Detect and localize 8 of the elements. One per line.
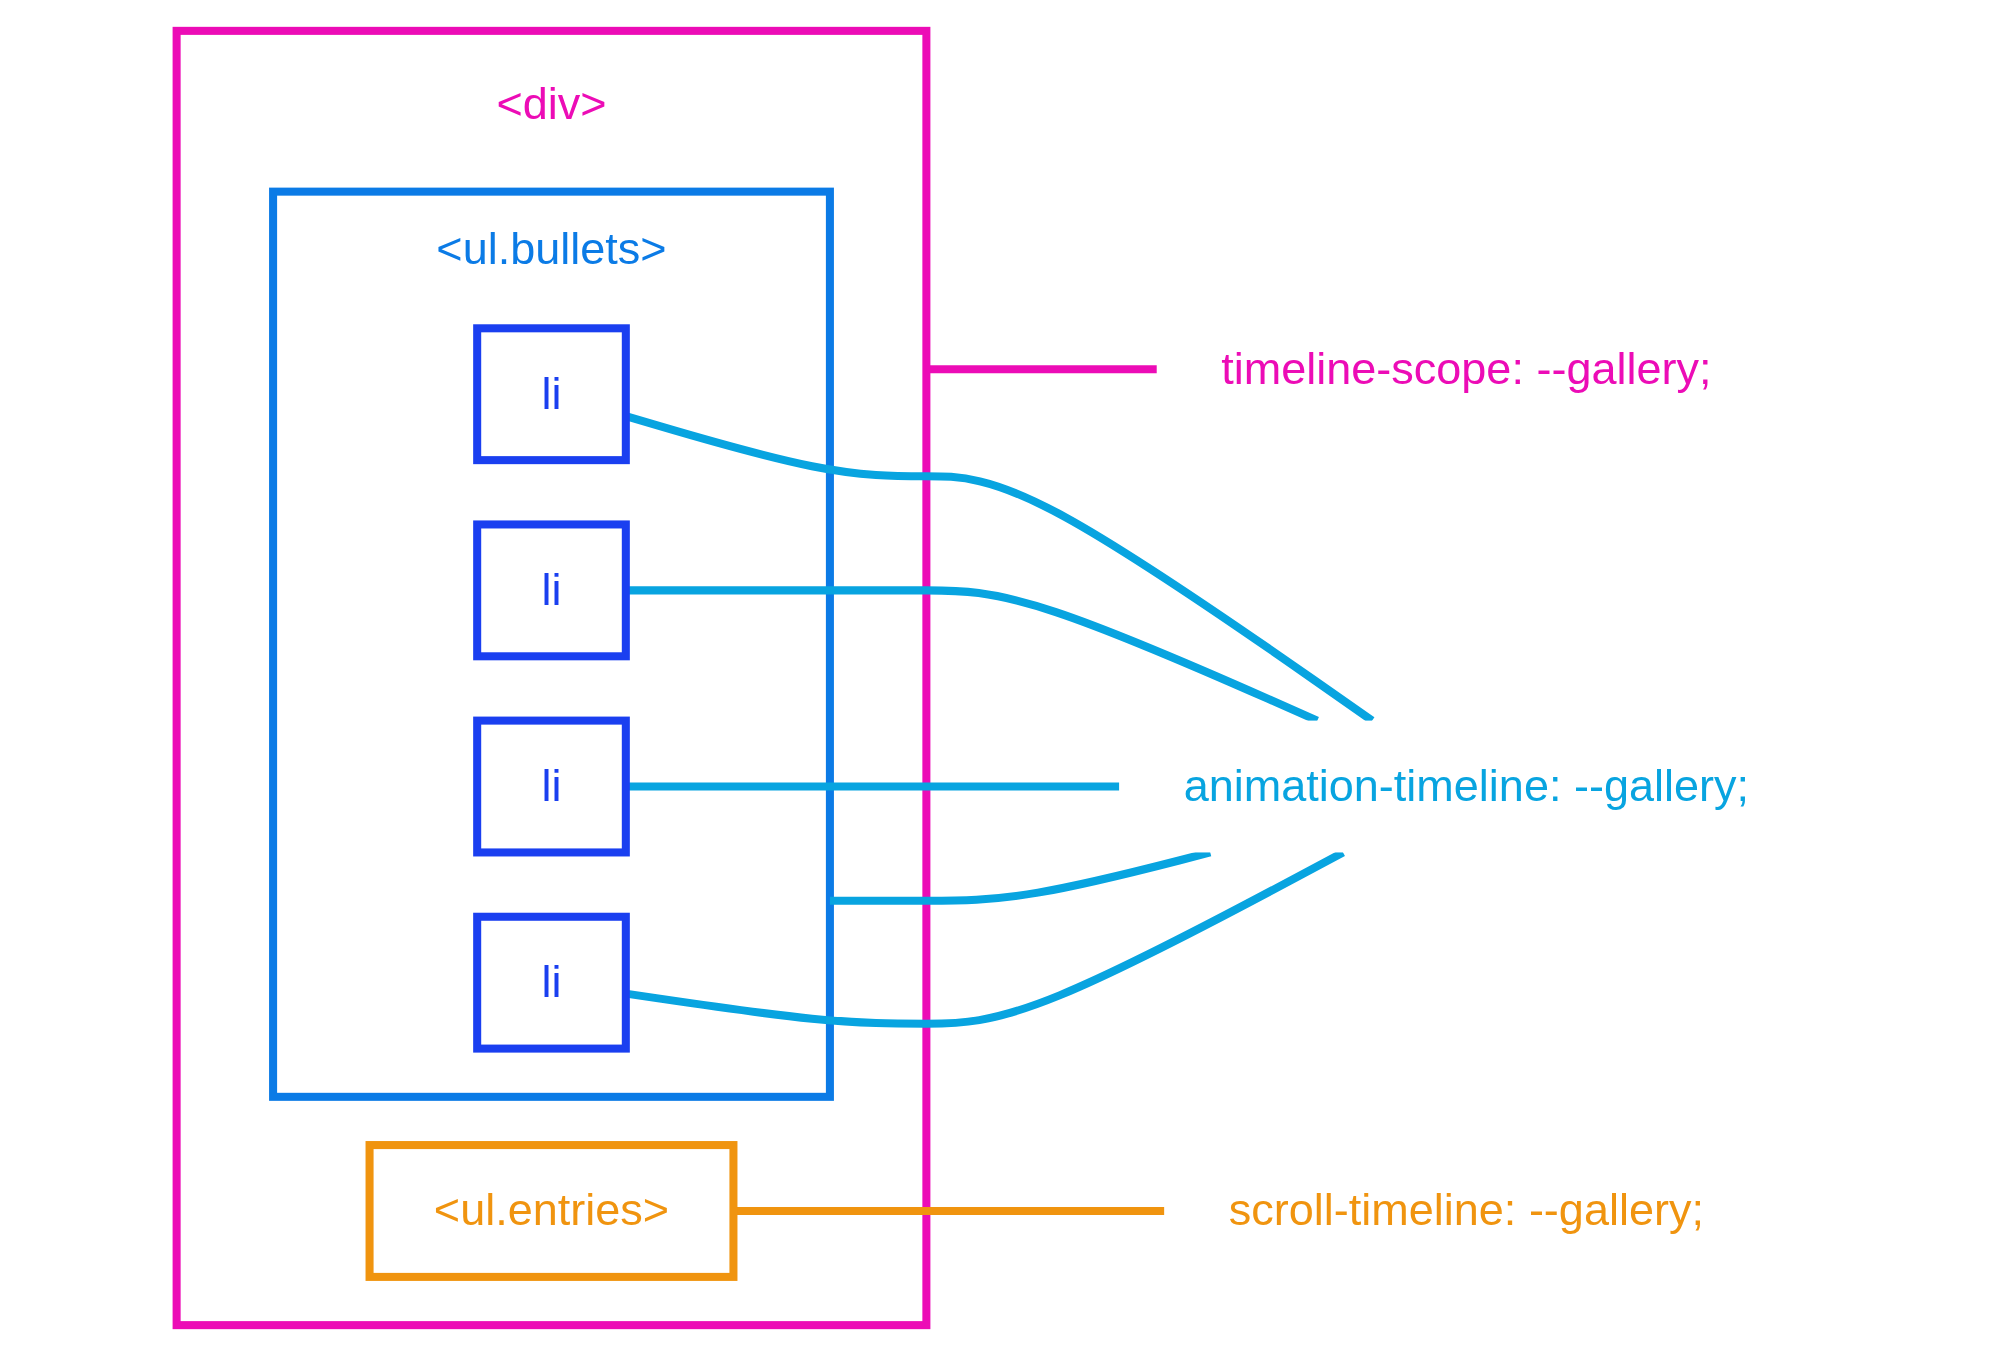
node-text: scroll-timeline: --gallery; <box>1228 1185 1704 1236</box>
node-box: li <box>473 716 630 857</box>
node-box: li <box>473 324 630 465</box>
node-box: <ul.entries> <box>365 1141 738 1281</box>
node-box: li <box>473 520 630 661</box>
node-text: animation-timeline: --gallery; <box>1183 760 1750 811</box>
node-text: timeline-scope: --gallery; <box>1221 343 1712 394</box>
node-box: li <box>473 912 630 1053</box>
